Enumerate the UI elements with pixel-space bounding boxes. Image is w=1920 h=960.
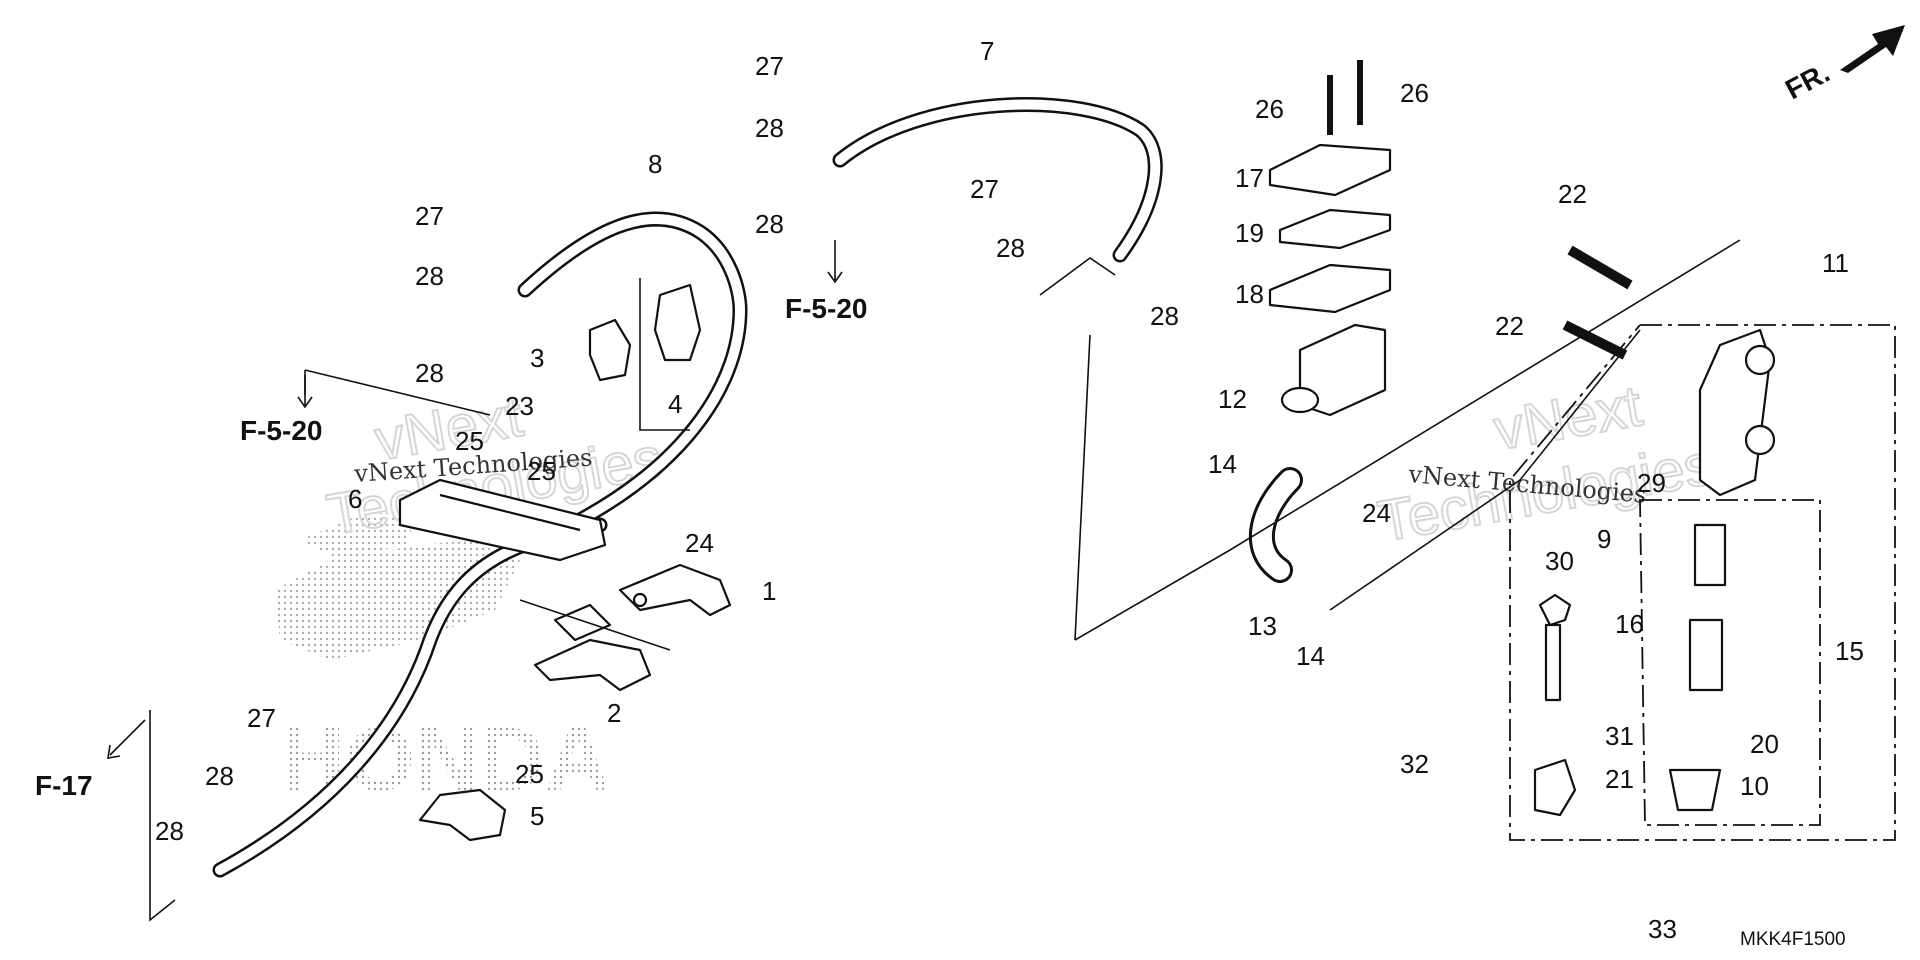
callout-17: 17 [1235, 163, 1264, 193]
reservoir-12 [1280, 323, 1387, 417]
callout-31: 31 [1605, 721, 1634, 751]
reference-arrows [107, 240, 843, 759]
clamp-2 [533, 603, 652, 692]
spring-15 [1688, 523, 1727, 692]
joint-21 [1533, 758, 1577, 817]
bolt-22-upper [1567, 245, 1633, 290]
reservoir-hose-13 [1249, 467, 1303, 583]
callout-15: 15 [1835, 636, 1864, 666]
vnext-watermark-right: vNext Technologies [1372, 372, 1719, 555]
hose-clamp-6 [398, 478, 607, 562]
callout-27-b: 27 [415, 201, 444, 231]
diaphragm-18 [1268, 263, 1392, 314]
callout-16: 16 [1615, 609, 1644, 639]
callout-28-e: 28 [996, 233, 1025, 263]
bolt-22-lower [1562, 320, 1628, 360]
joint-4 [653, 283, 702, 362]
callout-20: 20 [1750, 729, 1779, 759]
master-cylinder-11 [1698, 328, 1776, 497]
callout-28-c: 28 [415, 261, 444, 291]
callout-28-h: 28 [155, 816, 184, 846]
callout-18: 18 [1235, 279, 1264, 309]
clamp-5 [418, 788, 507, 842]
callout-27-d: 27 [247, 703, 276, 733]
callout-30: 30 [1545, 546, 1574, 576]
callout-14-b: 14 [1296, 641, 1325, 671]
callout-3: 3 [530, 343, 544, 373]
callout-32: 32 [1400, 749, 1429, 779]
callout-28-d: 28 [415, 358, 444, 388]
callout-22-a: 22 [1558, 179, 1587, 209]
callout-22-b: 22 [1495, 311, 1524, 341]
callout-23: 23 [505, 391, 534, 421]
plate-19 [1278, 208, 1392, 250]
callout-11: 11 [1822, 248, 1849, 278]
callout-28-b: 28 [755, 209, 784, 239]
boot-10 [1668, 768, 1722, 812]
callout-25-b: 25 [527, 456, 556, 486]
callout-28-f: 28 [1150, 301, 1179, 331]
callout-28-a: 28 [755, 113, 784, 143]
callout-27-a: 27 [755, 51, 784, 81]
callout-6: 6 [348, 484, 362, 514]
ref-f-5-20-left: F-5-20 [240, 415, 322, 446]
callout-25-a: 25 [455, 426, 484, 456]
callout-24-b: 24 [1362, 498, 1391, 528]
callout-25-c: 25 [515, 759, 544, 789]
callout-14-a: 14 [1208, 449, 1237, 479]
ref-f-5-20-upper: F-5-20 [785, 293, 867, 324]
brake-hose-8 [517, 211, 748, 528]
ref-f-17: F-17 [35, 770, 93, 801]
callout-29: 29 [1637, 468, 1666, 498]
assembly-11-outline [1509, 324, 1896, 841]
callout-21: 21 [1605, 764, 1634, 794]
pushrod-16 [1538, 593, 1572, 702]
reservoir-cap-17 [1268, 143, 1392, 197]
leader-lines [149, 239, 1741, 922]
bolts-26 [1327, 60, 1363, 135]
callout-5: 5 [530, 801, 544, 831]
clamp-1 [618, 563, 732, 617]
callout-26-a: 26 [1255, 94, 1284, 124]
callout-24-a: 24 [685, 528, 714, 558]
callout-27-c: 27 [970, 174, 999, 204]
callout-1: 1 [762, 576, 776, 606]
callout-2: 2 [607, 698, 621, 728]
front-marker-text: FR. [1780, 57, 1834, 106]
callout-13: 13 [1248, 611, 1277, 641]
callout-7: 7 [980, 36, 994, 66]
callout-10: 10 [1740, 771, 1769, 801]
callout-28-g: 28 [205, 761, 234, 791]
callout-19: 19 [1235, 218, 1264, 248]
callout-26-b: 26 [1400, 78, 1429, 108]
callout-9: 9 [1597, 524, 1611, 554]
brake-hose-7 [832, 97, 1163, 263]
callout-8: 8 [648, 149, 662, 179]
callout-4: 4 [668, 389, 682, 419]
joint-3 [588, 318, 632, 382]
front-direction-arrow-icon: FR. [1780, 25, 1905, 105]
callout-12: 12 [1218, 384, 1247, 414]
diagram-code: MKK4F1500 [1740, 929, 1846, 950]
callout-33: 33 [1648, 914, 1677, 944]
